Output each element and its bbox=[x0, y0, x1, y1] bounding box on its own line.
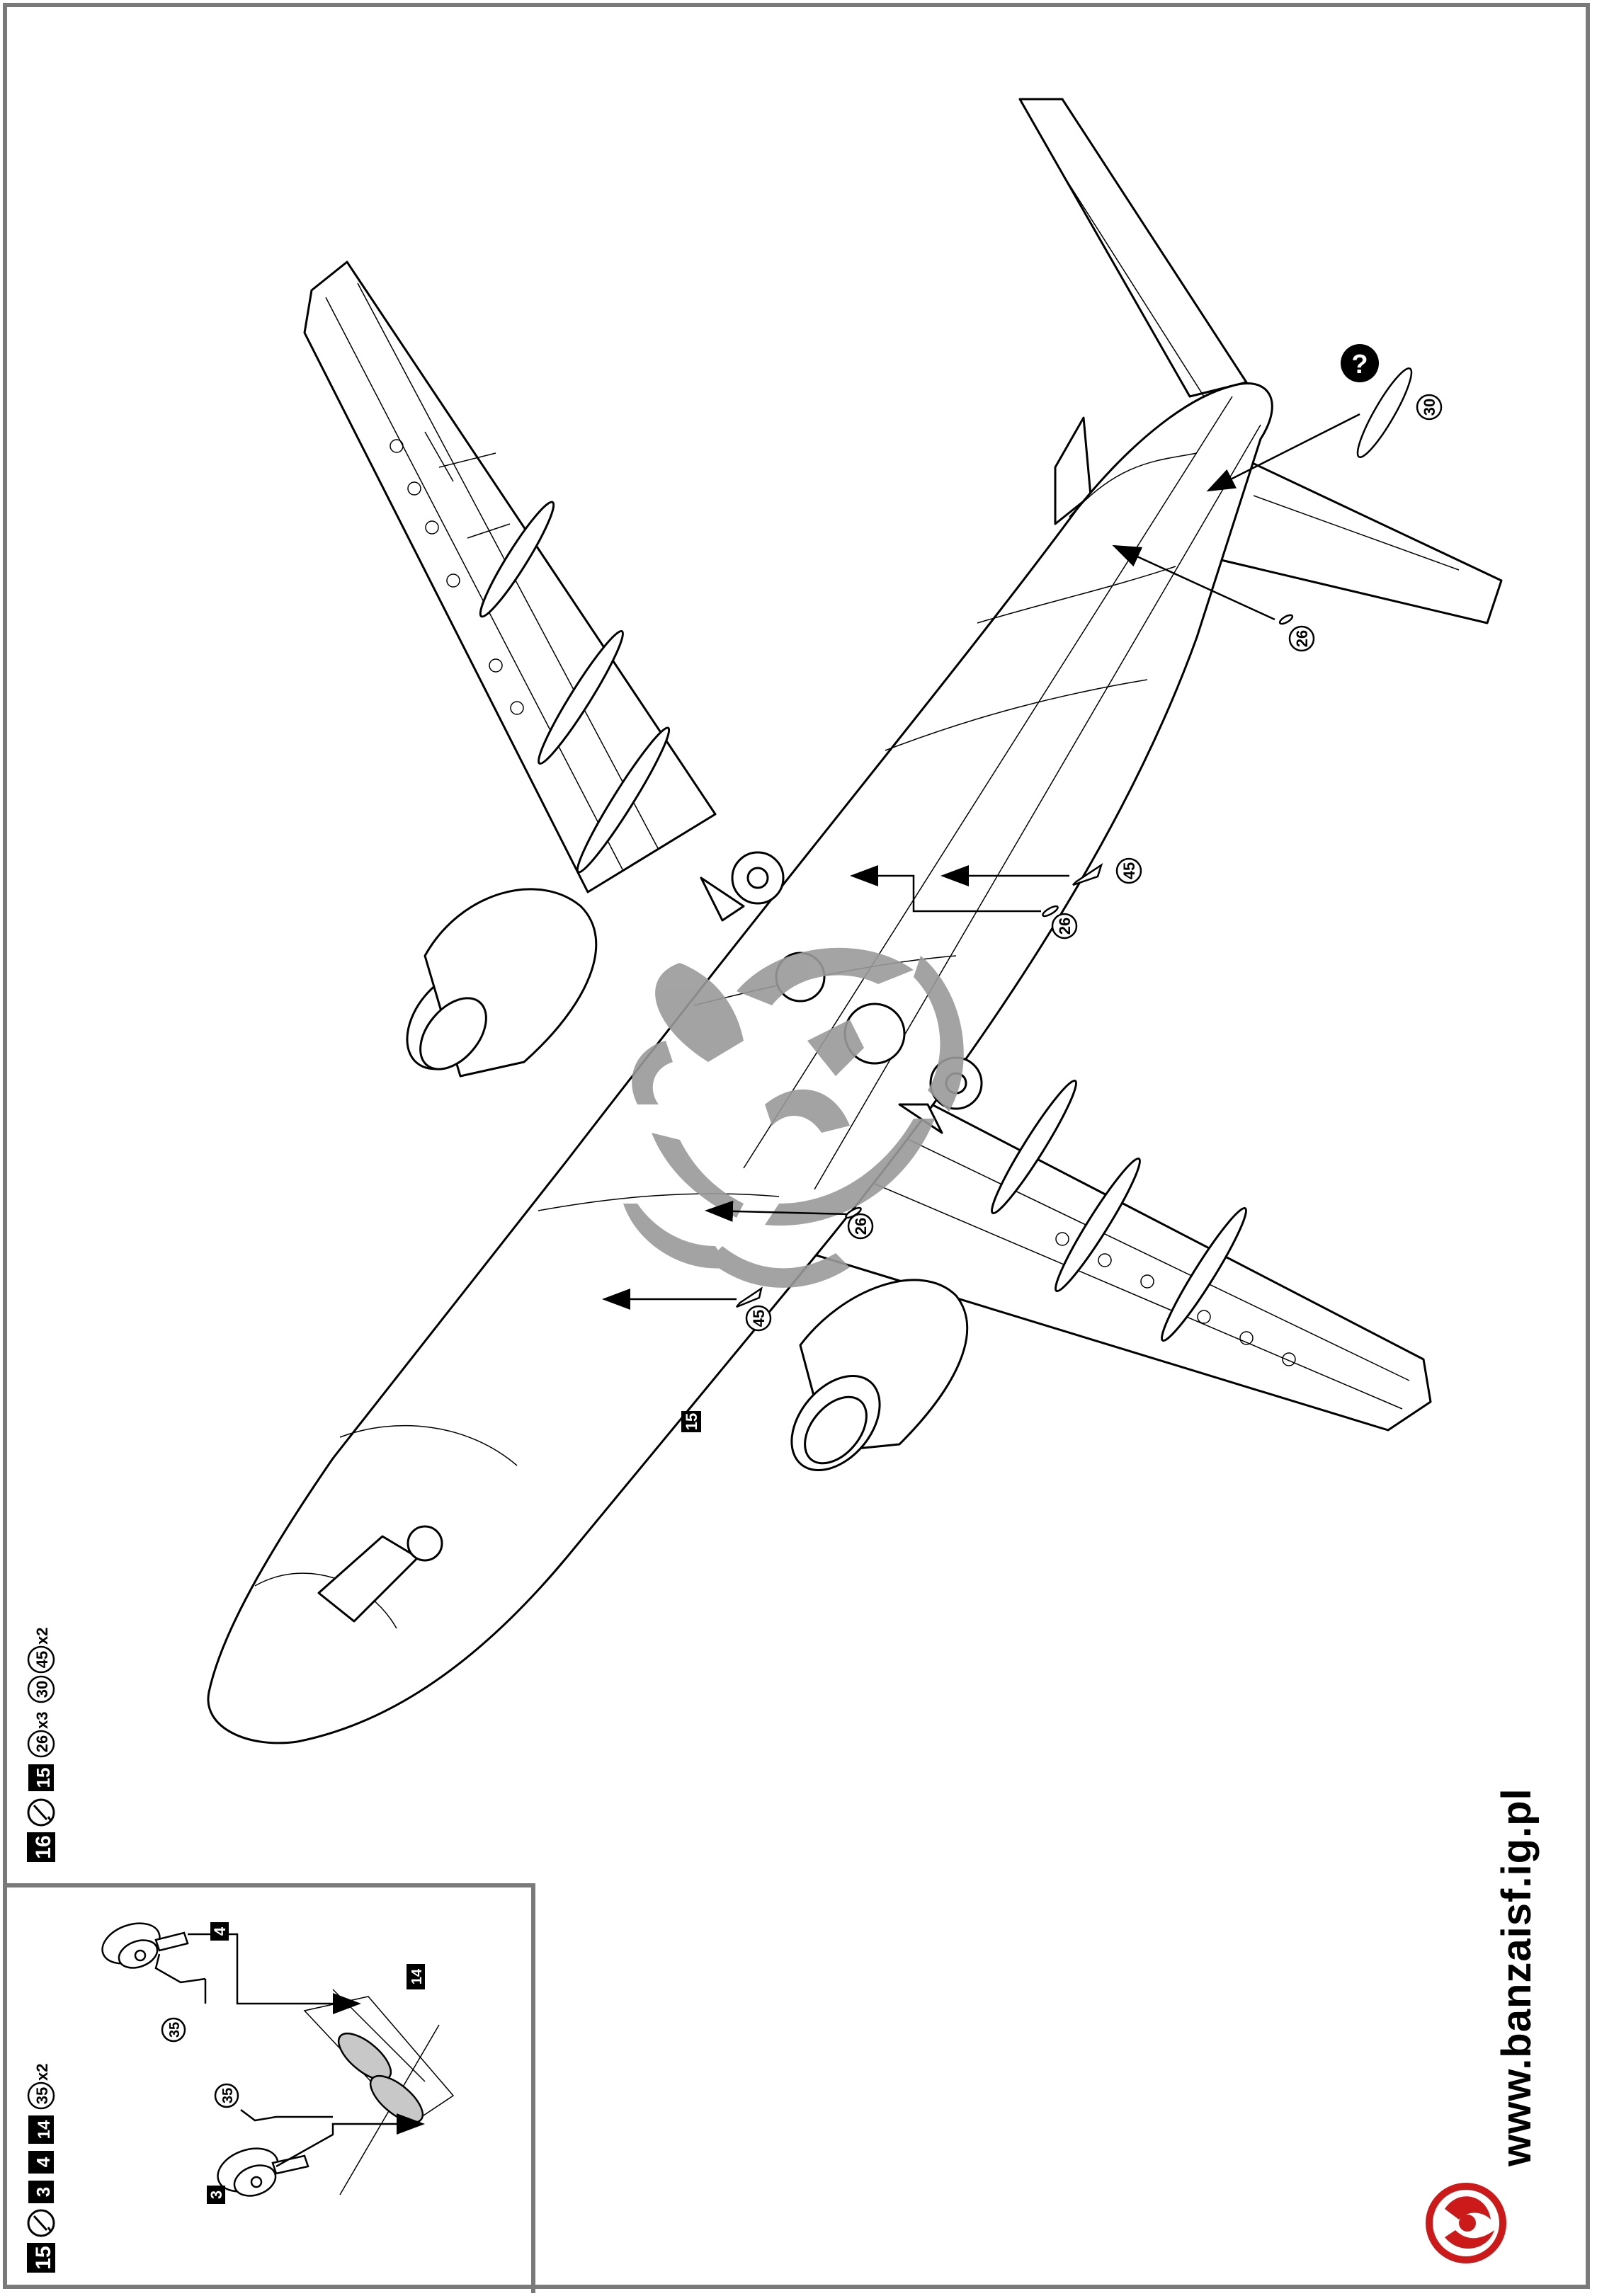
step15-part35-qty: x2 bbox=[33, 2064, 51, 2081]
arrow-part26-low bbox=[705, 1200, 851, 1222]
inset-callout-3: 3 bbox=[208, 2191, 225, 2199]
paint-mark: ? bbox=[1341, 344, 1379, 382]
inset-drawing bbox=[101, 1922, 455, 2197]
aircraft-drawing bbox=[207, 98, 1503, 1744]
step15-number: 15 bbox=[32, 2246, 55, 2269]
left-horizontal-stabilizer bbox=[1018, 98, 1248, 398]
right-horizontal-stabilizer bbox=[1217, 459, 1503, 624]
arrow-part26-mid bbox=[850, 865, 1041, 913]
callout-45-low: 45 bbox=[750, 1310, 768, 1327]
inset-callout-4: 4 bbox=[211, 1926, 229, 1936]
inset-callout-35a: 35 bbox=[167, 2022, 183, 2038]
page-frame bbox=[3, 3, 1590, 2289]
step16-part30: 30 bbox=[33, 1681, 51, 1698]
part45-shape bbox=[1072, 863, 1103, 886]
arrow-part26-tail bbox=[1112, 544, 1275, 621]
flap-fairing bbox=[479, 501, 555, 618]
step15-part4: 4 bbox=[33, 2157, 54, 2167]
step15-part14: 14 bbox=[35, 2120, 54, 2139]
step15-legend: 15 3 4 14 35 x2 bbox=[27, 2064, 55, 2273]
vertical-fin bbox=[1054, 416, 1092, 525]
callout-15: 15 bbox=[683, 1413, 700, 1430]
fuselage bbox=[207, 382, 1273, 1744]
flap-fairing bbox=[1055, 1157, 1141, 1293]
inset-callout-35b: 35 bbox=[220, 2088, 236, 2103]
callout-26-tail: 26 bbox=[1293, 630, 1311, 647]
step16-number: 16 bbox=[32, 1835, 55, 1858]
inset-panel-frame bbox=[3, 1883, 535, 2293]
step15-part3: 3 bbox=[33, 2187, 54, 2197]
part30-shape bbox=[1356, 367, 1413, 458]
part26-shape bbox=[1042, 905, 1059, 918]
callout-arrows bbox=[602, 413, 1360, 1310]
paint-mark-text: ? bbox=[1351, 350, 1368, 379]
callout-45-top: 45 bbox=[1120, 862, 1138, 879]
step16-part26-qty: x3 bbox=[33, 1712, 51, 1729]
nose-gear bbox=[317, 1525, 443, 1623]
callout-26-mid: 26 bbox=[1056, 918, 1074, 935]
website-url: www.banzaisf.ig.pl bbox=[1494, 1788, 1540, 2166]
step16-part45-qty: x2 bbox=[33, 1628, 51, 1645]
callout-26-low: 26 bbox=[852, 1218, 870, 1235]
part26-shape bbox=[1278, 614, 1294, 625]
flap-fairing bbox=[538, 629, 624, 765]
callout-labels: 30 26 45 26 26 45 15 bbox=[681, 394, 1443, 1432]
step16-part45: 45 bbox=[33, 1651, 51, 1668]
step16-legend: 16 15 26 x3 30 45 x2 bbox=[27, 1628, 55, 1862]
loose-parts bbox=[736, 367, 1413, 1308]
flap-fairing bbox=[1161, 1206, 1247, 1342]
flap-fairing bbox=[991, 1079, 1077, 1215]
watermark-dragon bbox=[623, 947, 964, 1288]
flap-fairing bbox=[576, 726, 671, 874]
arrow-part30 bbox=[1206, 413, 1360, 492]
part45-shape bbox=[736, 1286, 763, 1308]
right-engine bbox=[790, 1279, 969, 1472]
step16-part26: 26 bbox=[33, 1735, 51, 1752]
left-engine bbox=[406, 888, 598, 1078]
step16-part15: 15 bbox=[33, 1768, 54, 1788]
inset-callouts: 4 14 35 35 3 bbox=[161, 1922, 425, 2204]
callout-30: 30 bbox=[1421, 399, 1438, 416]
step15-part35: 35 bbox=[33, 2087, 51, 2104]
brand-logo bbox=[1426, 2183, 1506, 2263]
inset-callout-14: 14 bbox=[409, 1968, 425, 1984]
